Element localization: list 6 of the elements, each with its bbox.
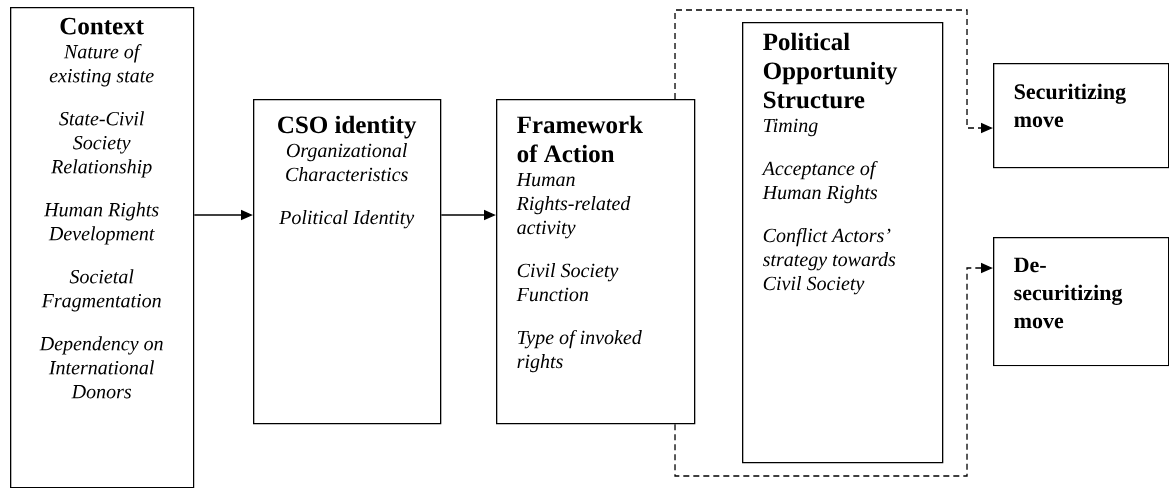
outcome-box: Securitizing move (993, 63, 1169, 169)
concept-box: Political Opportunity Structure Timing Acceptance of Human Rights Conflict Actors’ strategy towards Civil Society (742, 22, 944, 464)
concept-box: Framework of Action Human Rights-related activity Civil Society Function Type of invoked rights (496, 99, 696, 425)
concept-box: Context Nature of existing state State-Civil Society Relationship Human Rights Development Societal Fragmentation Dependency on International Donors (10, 7, 195, 488)
concept-box: CSO identity Organizational Characteristics Political Identity (253, 99, 442, 425)
outcome-box: De-securitizing move (993, 237, 1169, 367)
